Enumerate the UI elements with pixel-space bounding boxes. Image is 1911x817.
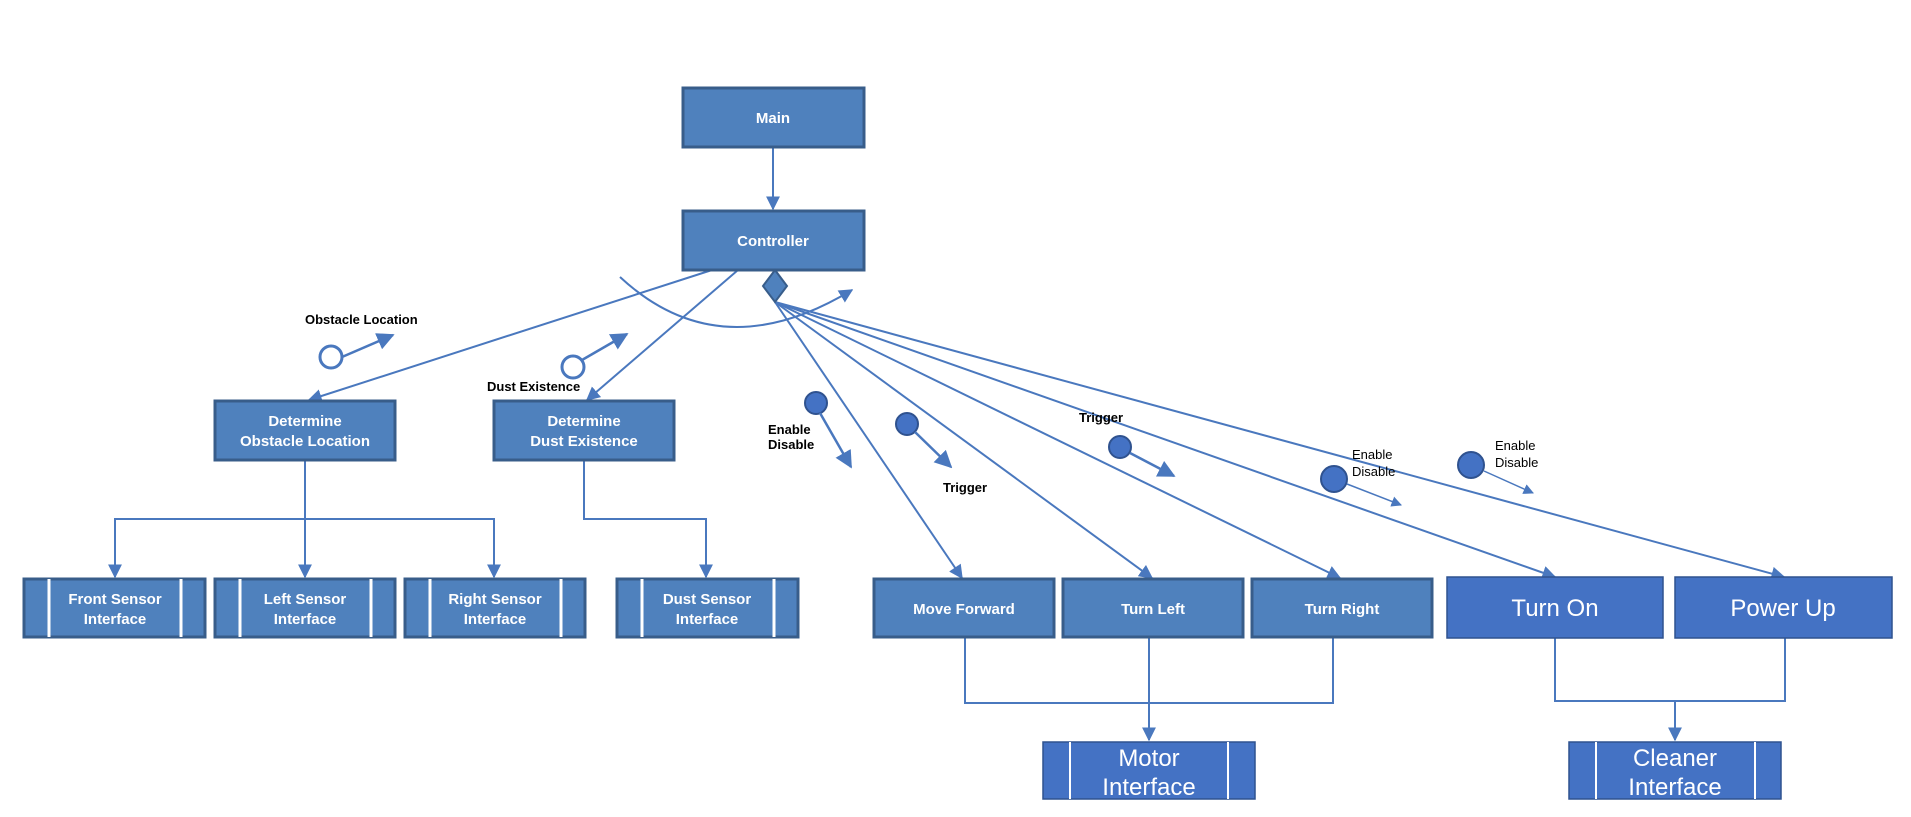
move-forward-label: Move Forward bbox=[913, 601, 1015, 618]
module-move-forward: Move Forward bbox=[872, 577, 1056, 639]
module-determine-dust: Determine Dust Existence bbox=[492, 399, 676, 462]
motor-interface-line2: Interface bbox=[1102, 774, 1195, 801]
left-sensor-line1: Left Sensor bbox=[264, 591, 347, 608]
right-sensor-line1: Right Sensor bbox=[448, 591, 542, 608]
main-label: Main bbox=[756, 110, 790, 127]
couple-enable-disable-3-line1: Enable bbox=[1495, 438, 1535, 453]
connector-controller-power-up bbox=[774, 301, 1786, 581]
cleaner-interface-line1: Cleaner bbox=[1633, 745, 1717, 772]
connector-controller-turn-left bbox=[774, 301, 1154, 579]
determine-obstacle-line1: Determine bbox=[268, 413, 341, 430]
couple-enable-disable-1-line1: Enable bbox=[768, 422, 811, 437]
module-turn-on: Turn On bbox=[1446, 576, 1664, 639]
power-up-label: Power Up bbox=[1730, 595, 1835, 622]
couple-enable-disable-1-line2: Disable bbox=[768, 437, 814, 452]
module-power-up: Power Up bbox=[1674, 576, 1893, 639]
module-cleaner-interface: Cleaner Interface bbox=[1568, 741, 1782, 801]
module-dust-sensor: Dust Sensor Interface bbox=[615, 577, 800, 639]
couple-enable-disable-3: Enable Disable bbox=[1457, 438, 1538, 494]
couple-trigger-1: Trigger bbox=[895, 412, 987, 495]
determine-dust-line1: Determine bbox=[547, 413, 620, 430]
connector-dust-sensor bbox=[583, 460, 713, 579]
couple-enable-disable-1: Enable Disable bbox=[768, 391, 853, 469]
motor-interface-line1: Motor bbox=[1118, 745, 1179, 772]
front-sensor-line2: Interface bbox=[84, 611, 147, 628]
determine-obstacle-line2: Obstacle Location bbox=[240, 433, 370, 450]
module-determine-obstacle: Determine Obstacle Location bbox=[213, 399, 397, 462]
module-left-sensor: Left Sensor Interface bbox=[213, 577, 397, 639]
couple-dust-existence-label: Dust Existence bbox=[487, 379, 580, 394]
module-right-sensor: Right Sensor Interface bbox=[403, 577, 587, 639]
module-turn-right: Turn Right bbox=[1250, 577, 1434, 639]
couple-enable-disable-2-line1: Enable bbox=[1352, 447, 1392, 462]
connector-cleaner-bracket bbox=[1554, 637, 1786, 702]
connector-controller-determine-dust bbox=[585, 269, 739, 401]
cleaner-interface-line2: Interface bbox=[1628, 774, 1721, 801]
dust-sensor-line2: Interface bbox=[676, 611, 739, 628]
turn-right-label: Turn Right bbox=[1305, 601, 1380, 618]
couple-trigger-2-label: Trigger bbox=[1079, 410, 1123, 425]
connector-controller-turn-right bbox=[774, 301, 1342, 579]
determine-dust-line2: Dust Existence bbox=[530, 433, 638, 450]
dust-sensor-line1: Dust Sensor bbox=[663, 591, 752, 608]
right-sensor-line2: Interface bbox=[464, 611, 527, 628]
front-sensor-line1: Front Sensor bbox=[68, 591, 162, 608]
module-motor-interface: Motor Interface bbox=[1042, 741, 1256, 801]
module-main: Main bbox=[681, 86, 866, 149]
couple-trigger-1-label: Trigger bbox=[943, 480, 987, 495]
couple-enable-disable-2: Enable Disable bbox=[1320, 447, 1402, 507]
turn-on-label: Turn On bbox=[1511, 595, 1598, 622]
couple-dust-existence: Dust Existence bbox=[487, 332, 629, 394]
couple-enable-disable-3-line2: Disable bbox=[1495, 455, 1538, 470]
turn-left-label: Turn Left bbox=[1121, 601, 1185, 618]
connector-controller-determine-obstacle bbox=[307, 269, 713, 403]
couple-obstacle-location: Obstacle Location bbox=[305, 312, 418, 370]
iteration-arc bbox=[619, 276, 854, 328]
connector-controller-turn-on bbox=[774, 301, 1557, 580]
couple-enable-disable-2-line2: Disable bbox=[1352, 464, 1395, 479]
left-sensor-line2: Interface bbox=[274, 611, 337, 628]
connector-controller-move-forward bbox=[774, 301, 963, 580]
couple-obstacle-location-label: Obstacle Location bbox=[305, 312, 418, 327]
module-controller: Controller bbox=[681, 209, 866, 272]
controller-label: Controller bbox=[737, 233, 809, 250]
connectors bbox=[108, 147, 1786, 742]
module-turn-left: Turn Left bbox=[1061, 577, 1245, 639]
decision-diamond bbox=[761, 268, 789, 304]
connector-obstacle-right bbox=[305, 518, 501, 579]
couple-trigger-2: Trigger bbox=[1079, 410, 1176, 478]
connector-obstacle-front bbox=[108, 518, 305, 579]
module-front-sensor: Front Sensor Interface bbox=[22, 577, 207, 639]
